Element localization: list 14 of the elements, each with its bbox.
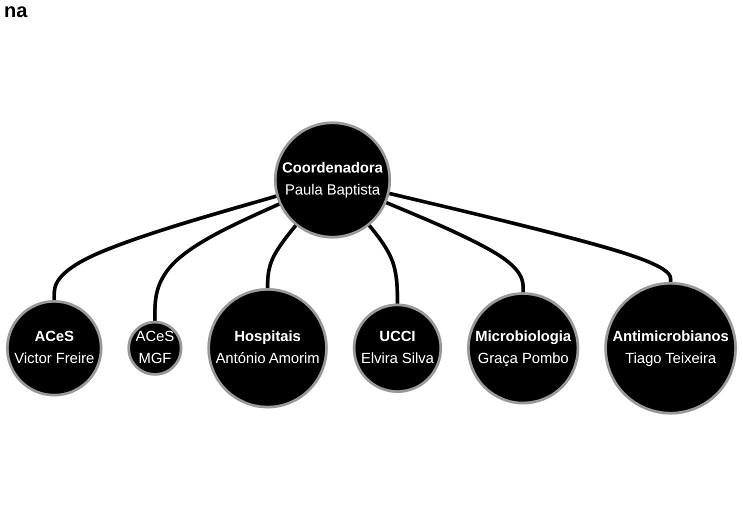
node-circle: Microbiologia Graça Pombo <box>467 292 580 404</box>
node-circle: Coordenadora Paula Baptista <box>274 121 392 239</box>
connector <box>52 194 278 302</box>
node-circle: ACeS Victor Freire <box>6 300 103 397</box>
node-circle: ACeS MGF <box>127 320 182 376</box>
node-circle: Hospitais António Amorim <box>207 288 328 409</box>
node-circle: Antimicrobianos Tiago Teixeira <box>604 282 738 415</box>
node-circle: UCCI Elvira Silva <box>352 304 442 393</box>
connector <box>153 202 282 322</box>
heading: na <box>4 0 28 23</box>
connector <box>384 200 526 294</box>
connector <box>367 223 400 305</box>
connector <box>266 223 298 290</box>
connector <box>388 191 672 284</box>
